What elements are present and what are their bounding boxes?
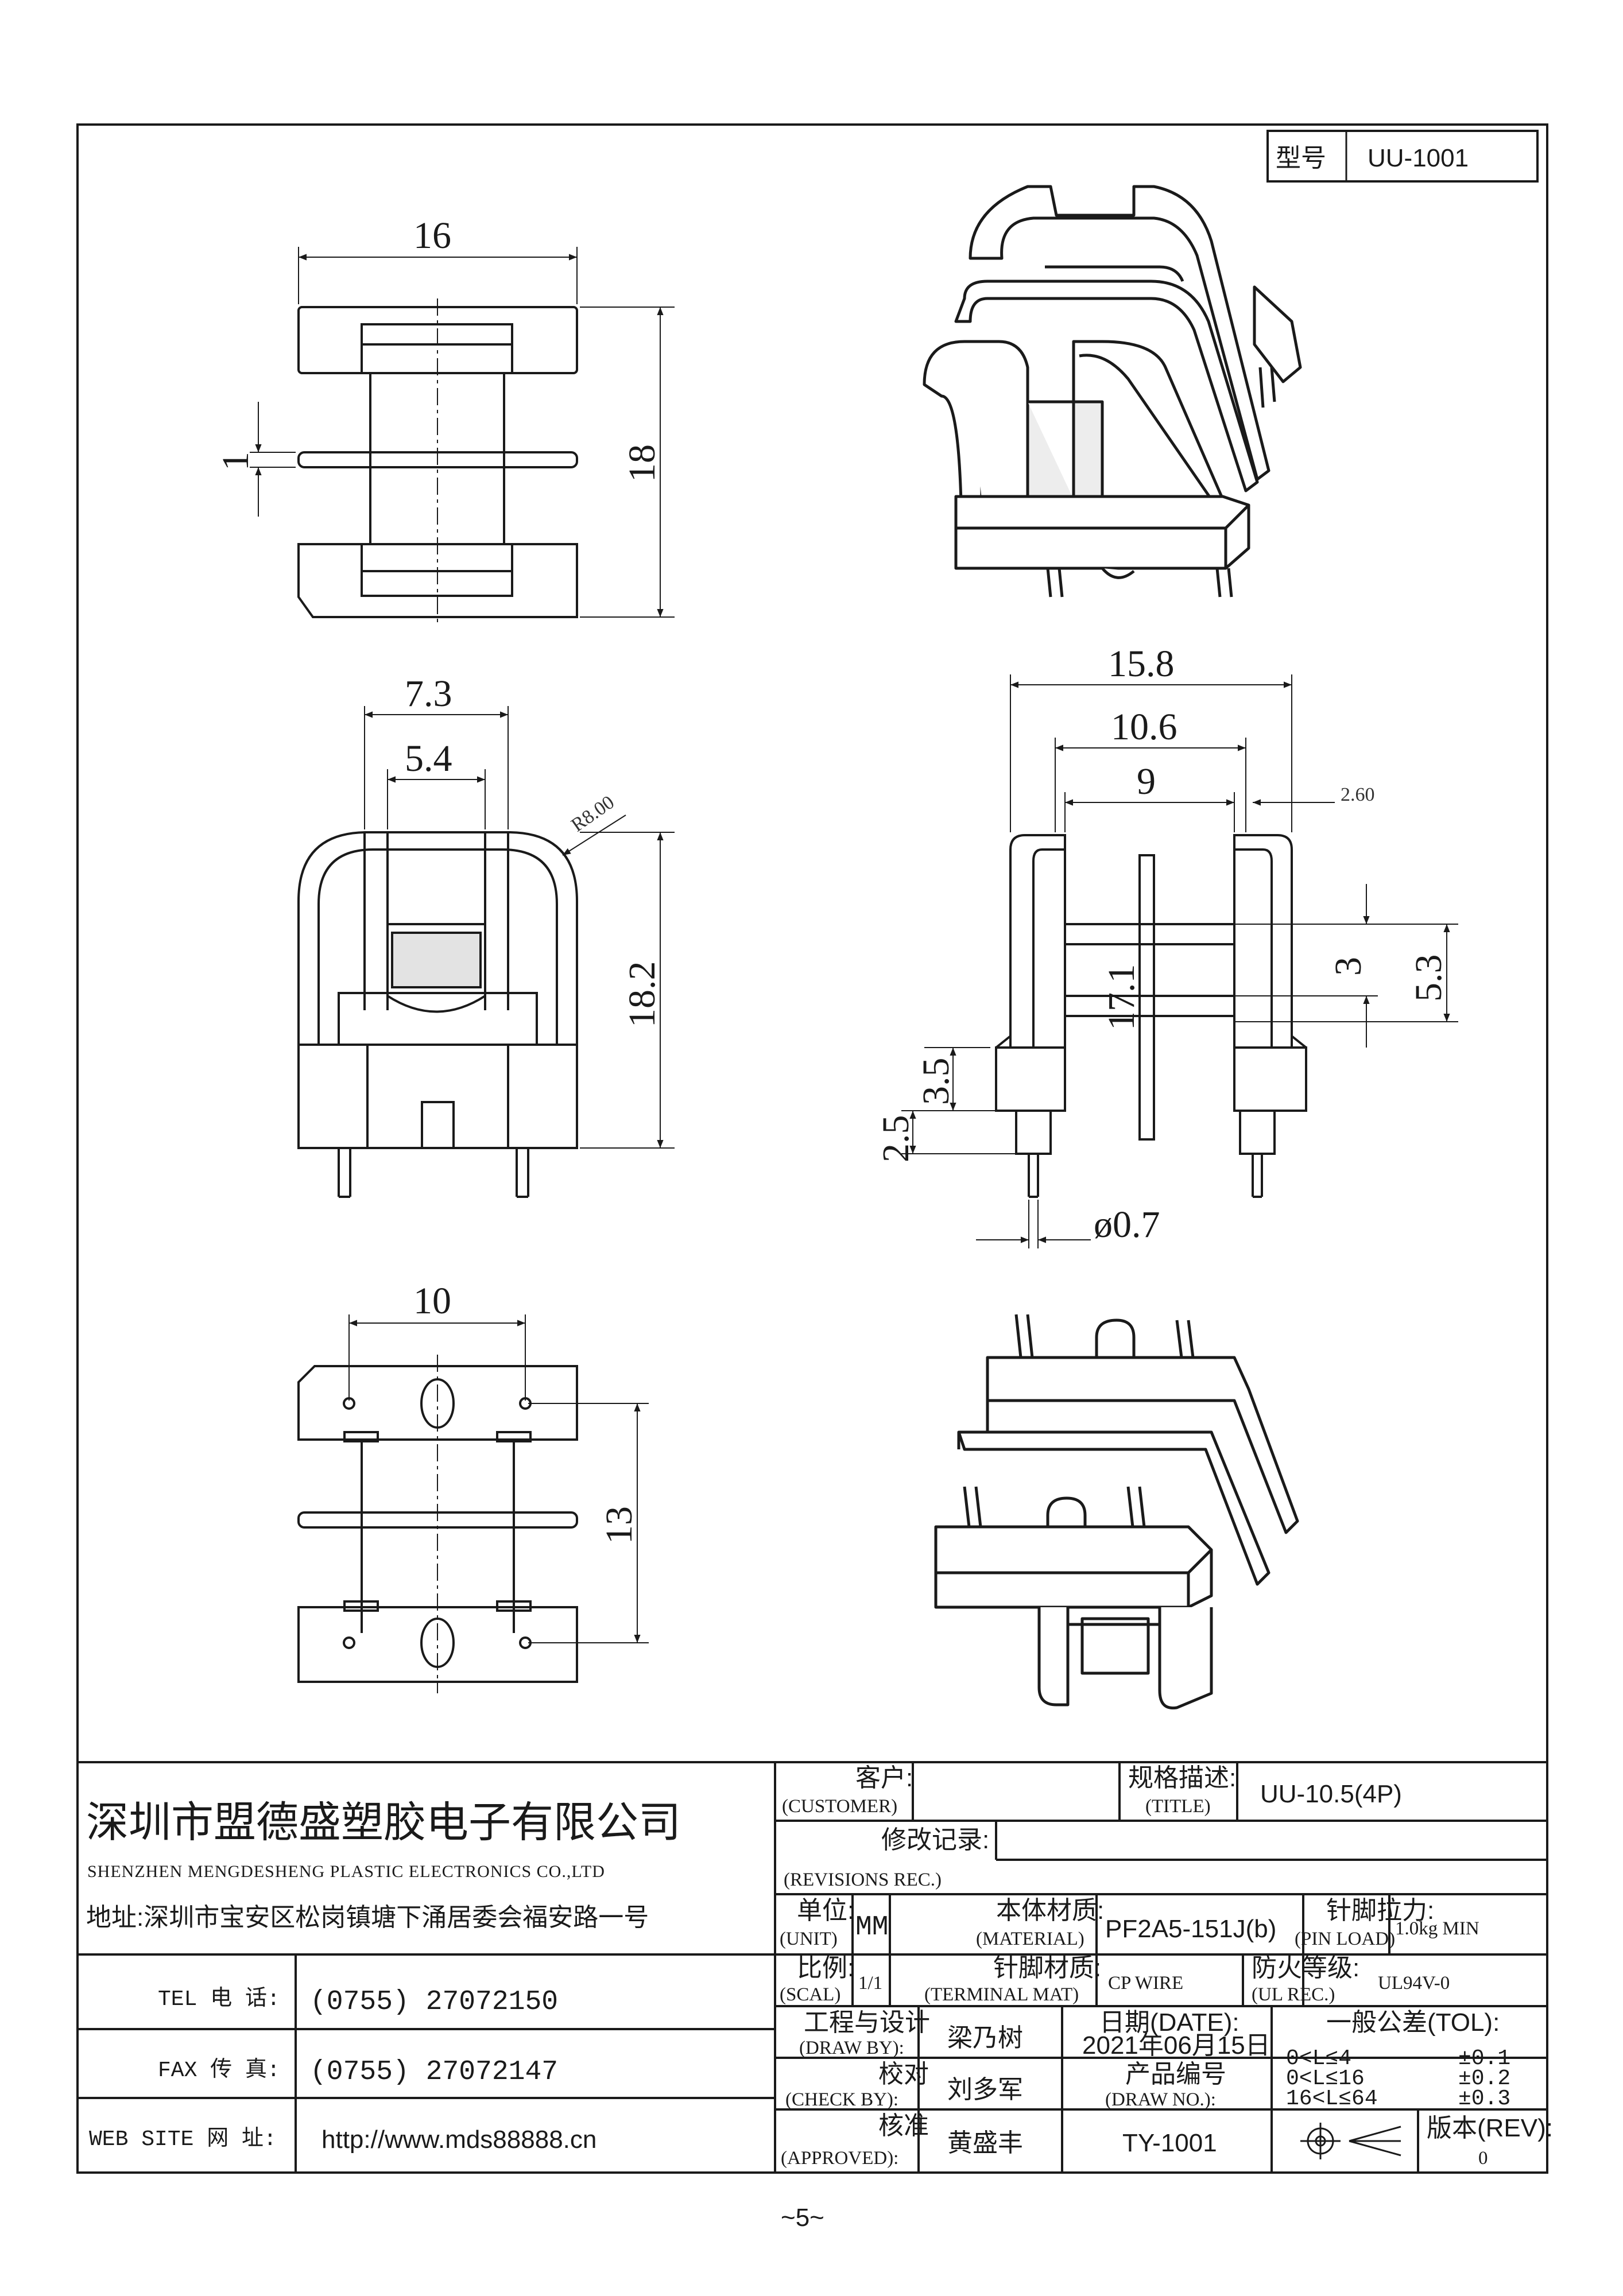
dim-bottom-pitch: 10: [413, 1280, 451, 1322]
bottom-view-dims: [348, 1314, 649, 1643]
drawno-value: TY-1001: [1122, 2129, 1217, 2157]
unit-value: MM: [855, 1912, 889, 1943]
tol-range-1: 0<L≤4: [1286, 2046, 1351, 2071]
date-value: 2021年06月15日: [1082, 2031, 1270, 2060]
dim-bottom-height: 13: [598, 1506, 640, 1544]
title-block-grid: [78, 1761, 1547, 2173]
checkby-value: 刘多军: [947, 2076, 1023, 2104]
front-view-dims: [364, 706, 675, 1149]
rev-value: 0: [1478, 2148, 1488, 2169]
company-address: 地址:深圳市宝安区松岗镇塘下涌居委会福安路一号: [86, 1903, 649, 1932]
dim-top-gap: 1: [215, 452, 257, 471]
ulrec-en: (UL REC.): [1252, 1984, 1335, 2005]
terminal-cn: 针脚材质:: [993, 1954, 1101, 1982]
dim-pin-dia: ø0.7: [1094, 1204, 1160, 1246]
tel-value: (0755) 27072150: [310, 1987, 558, 2018]
dim-side-width: 15.8: [1108, 643, 1175, 685]
dim-top-height: 18: [621, 444, 663, 482]
fax-value: (0755) 27072147: [310, 2057, 558, 2088]
ulrec-cn: 防火等级:: [1252, 1954, 1359, 1982]
drawno-cn: 产品编号: [1125, 2060, 1226, 2088]
drawby-en: (DRAW BY):: [799, 2038, 904, 2058]
company-name-cn: 深圳市盟德盛塑胶电子有限公司: [86, 1798, 681, 1846]
dim-side-h53: 5.3: [1408, 955, 1450, 1002]
model-label: 型号: [1276, 144, 1326, 172]
tel-label: TEL 电 话:: [158, 1987, 280, 2012]
title-value: UU-10.5(4P): [1260, 1780, 1402, 1808]
scale-cn: 比例:: [797, 1954, 854, 1982]
rev-cn: 版本(REV):: [1427, 2114, 1553, 2142]
approved-en: (APPROVED):: [781, 2148, 898, 2169]
ulrec-value: UL94V-0: [1378, 1973, 1450, 1994]
material-cn: 本体材质:: [996, 1896, 1104, 1925]
web-label: WEB SITE 网 址:: [89, 2127, 277, 2152]
bottom-view: [297, 1355, 578, 1693]
top-view-dims: [250, 247, 675, 618]
terminal-en: (TERMINAL MAT): [924, 1984, 1079, 2005]
dim-front-outer: 7.3: [405, 673, 452, 715]
dim-side-mid: 10.6: [1111, 706, 1177, 748]
title-cn: 规格描述:: [1128, 1764, 1236, 1792]
pinload-cn: 针脚拉力:: [1326, 1896, 1434, 1925]
fax-label: FAX 传 真:: [158, 2058, 280, 2083]
title-en: (TITLE): [1145, 1796, 1211, 1817]
material-value: PF2A5-151J(b): [1105, 1915, 1276, 1943]
tol-range-3: 16<L≤64: [1286, 2086, 1378, 2111]
dim-top-width: 16: [413, 215, 451, 257]
pinload-value: 1.0kg MIN: [1395, 1918, 1479, 1939]
unit-en: (UNIT): [780, 1929, 838, 1949]
customer-cn: 客户:: [855, 1764, 913, 1792]
iso-bottom-view: [934, 1314, 1299, 1710]
side-view: [995, 834, 1307, 1198]
dim-side-h171: 17.1: [1101, 964, 1142, 1031]
drawby-value: 梁乃树: [947, 2024, 1023, 2052]
tol-value-2: ±0.2: [1458, 2066, 1510, 2091]
web-value: http://www.mds88888.cn: [321, 2126, 596, 2154]
model-value: UU-1001: [1368, 144, 1469, 172]
tol-value-3: ±0.3: [1458, 2086, 1510, 2111]
revisions-cn: 修改记录:: [881, 1826, 989, 1854]
iso-top-view: [923, 185, 1302, 598]
tol-title: 一般公差(TOL):: [1326, 2008, 1500, 2037]
company-name-en: SHENZHEN MENGDESHENG PLASTIC ELECTRONICS…: [87, 1862, 605, 1881]
scale-value: 1/1: [858, 1973, 882, 1994]
dim-side-h35: 3.5: [915, 1058, 957, 1106]
pinload-en: (PIN LOAD): [1295, 1929, 1395, 1949]
front-view: [297, 831, 578, 1198]
unit-cn: 单位:: [797, 1896, 854, 1925]
dim-side-wall: 2.60: [1341, 784, 1375, 805]
dim-front-inner: 5.4: [405, 738, 452, 779]
material-en: (MATERIAL): [976, 1929, 1084, 1949]
tol-range-2: 0<L≤16: [1286, 2066, 1365, 2091]
checkby-cn: 校对: [878, 2060, 929, 2088]
date-cn: 日期(DATE):: [1099, 2008, 1239, 2037]
drawby-cn: 工程与设计: [804, 2008, 930, 2037]
page-frame: [76, 123, 1548, 2174]
top-view: [297, 298, 578, 626]
approved-value: 黄盛丰: [947, 2129, 1023, 2157]
approved-cn: 核准: [878, 2112, 929, 2140]
terminal-value: CP WIRE: [1108, 1973, 1183, 1994]
drawno-en: (DRAW NO.):: [1105, 2089, 1216, 2110]
dim-side-h25: 2.5: [875, 1115, 917, 1163]
dim-side-inner: 9: [1137, 761, 1156, 802]
page-number: ~5~: [781, 2204, 824, 2232]
customer-en: (CUSTOMER): [782, 1796, 897, 1817]
scale-en: (SCAL): [780, 1984, 840, 2005]
projection-symbol-icon: [1300, 2123, 1401, 2159]
dim-side-h3: 3: [1327, 957, 1369, 976]
tol-value-1: ±0.1: [1458, 2046, 1510, 2071]
model-box: 型号 UU-1001: [1266, 130, 1539, 183]
side-view-dims: [901, 674, 1458, 1248]
dim-front-radius: R8.00: [567, 792, 618, 836]
dim-front-height: 18.2: [621, 961, 663, 1028]
revisions-en: (REVISIONS REC.): [784, 1870, 942, 1890]
checkby-en: (CHECK BY):: [785, 2089, 898, 2110]
